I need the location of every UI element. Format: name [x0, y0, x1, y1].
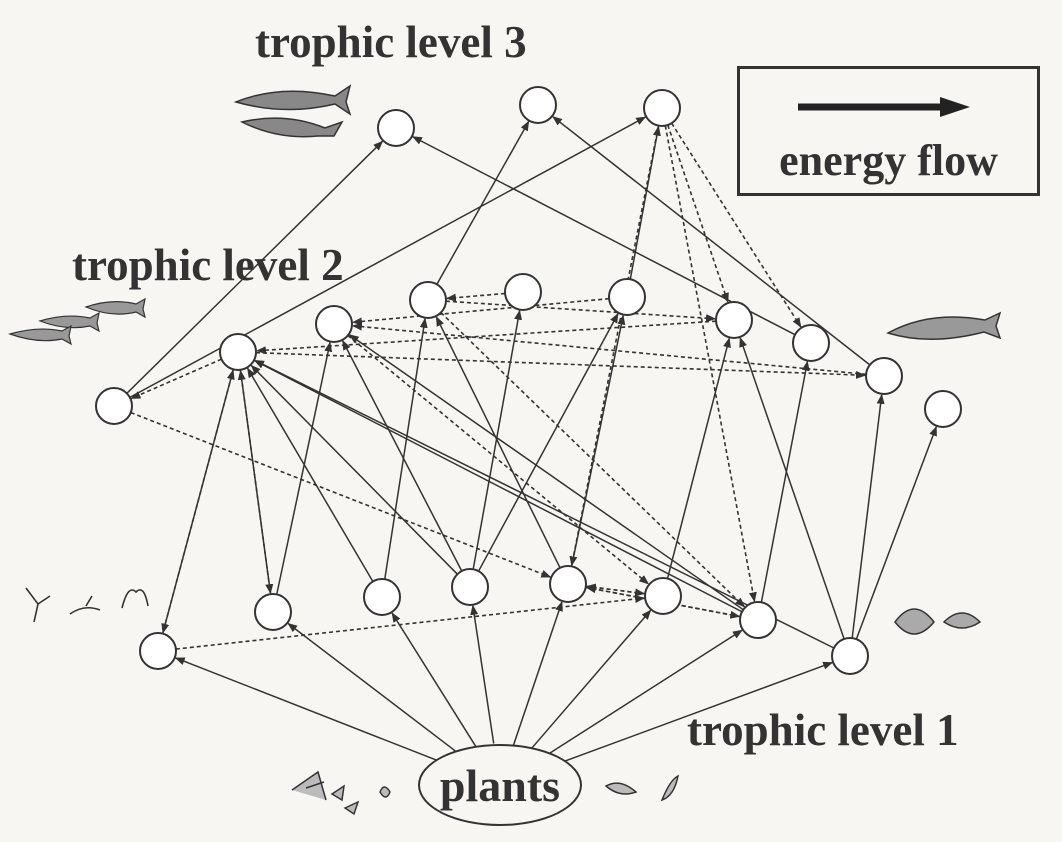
energy-flow-links	[126, 116, 938, 772]
species-node	[363, 578, 401, 616]
species-node	[504, 273, 542, 311]
energy-link	[287, 622, 468, 761]
dashed-energy-link	[351, 297, 610, 326]
energy-link	[129, 116, 647, 399]
energy-link	[534, 629, 743, 764]
species-node	[409, 281, 447, 319]
energy-link	[470, 604, 495, 744]
species-node	[95, 387, 133, 425]
species-node	[739, 601, 777, 639]
energy-link	[254, 360, 743, 613]
energy-link	[126, 140, 384, 394]
plants-node: plants	[418, 744, 582, 826]
species-node	[315, 305, 353, 343]
dashed-energy-link	[667, 124, 729, 303]
dashed-energy-link	[130, 411, 552, 578]
energy-link	[539, 661, 834, 772]
species-node	[451, 568, 489, 606]
clam-icon	[894, 608, 982, 635]
cod-icon	[886, 311, 1002, 340]
dashed-energy-link	[239, 369, 274, 595]
dashed-energy-link	[175, 595, 646, 650]
energy-link	[161, 369, 235, 634]
dashed-energy-link	[440, 311, 746, 608]
species-node	[254, 593, 292, 631]
fish-icon	[233, 84, 352, 138]
dashed-energy-link	[130, 358, 222, 400]
energy-link	[384, 317, 428, 580]
energy-flow-arrow-icon	[798, 97, 970, 117]
phytoplankton-icon	[291, 770, 680, 816]
energy-link	[250, 364, 458, 575]
energy-link	[851, 393, 885, 639]
species-node	[219, 333, 257, 371]
energy-link	[512, 601, 563, 746]
species-node	[549, 565, 587, 603]
energy-link	[666, 337, 731, 579]
energy-link	[348, 334, 744, 611]
energy-link	[174, 657, 462, 771]
trophic-level-2-label: trophic level 2	[72, 240, 344, 290]
trophic-level-3-label: trophic level 3	[255, 17, 527, 67]
dashed-energy-link	[445, 292, 506, 302]
energy-link	[275, 341, 333, 595]
energy-link	[477, 312, 619, 572]
dashed-energy-link	[670, 122, 802, 328]
species-node	[377, 109, 415, 147]
species-node	[644, 577, 682, 615]
dashed-energy-link	[351, 322, 867, 376]
energy-link	[526, 609, 652, 754]
small-fish-icon	[8, 297, 146, 346]
species-node	[139, 632, 177, 670]
plants-label: plants	[439, 759, 561, 811]
energy-link	[739, 337, 845, 640]
species-node	[865, 357, 903, 395]
species-node	[831, 637, 869, 675]
dashed-energy-link	[585, 583, 646, 595]
dashed-energy-link	[664, 125, 757, 603]
species-node	[608, 278, 646, 316]
dashed-energy-link	[347, 334, 650, 585]
energy-link	[760, 360, 810, 603]
trophic-level-1-label: trophic level 1	[687, 705, 959, 755]
energy-link	[629, 125, 661, 280]
species-nodes	[95, 86, 962, 675]
energy-link	[391, 612, 479, 750]
species-node	[643, 89, 681, 127]
dashed-energy-link	[445, 300, 717, 323]
energy-link	[552, 116, 871, 366]
energy-link	[436, 120, 530, 285]
energy-link	[435, 316, 561, 569]
species-node	[924, 390, 962, 428]
species-node	[519, 86, 557, 124]
dashed-energy-link	[161, 369, 235, 634]
zooplankton-icon	[25, 587, 149, 623]
energy-link	[855, 425, 938, 640]
legend-label: energy flow	[779, 136, 998, 185]
species-node	[792, 324, 830, 362]
dashed-energy-link	[255, 351, 867, 379]
energy-link	[342, 339, 463, 572]
legend-box: energy flow	[737, 66, 1040, 196]
dashed-energy-link	[569, 125, 660, 567]
energy-link	[246, 367, 374, 582]
species-node	[715, 301, 753, 339]
